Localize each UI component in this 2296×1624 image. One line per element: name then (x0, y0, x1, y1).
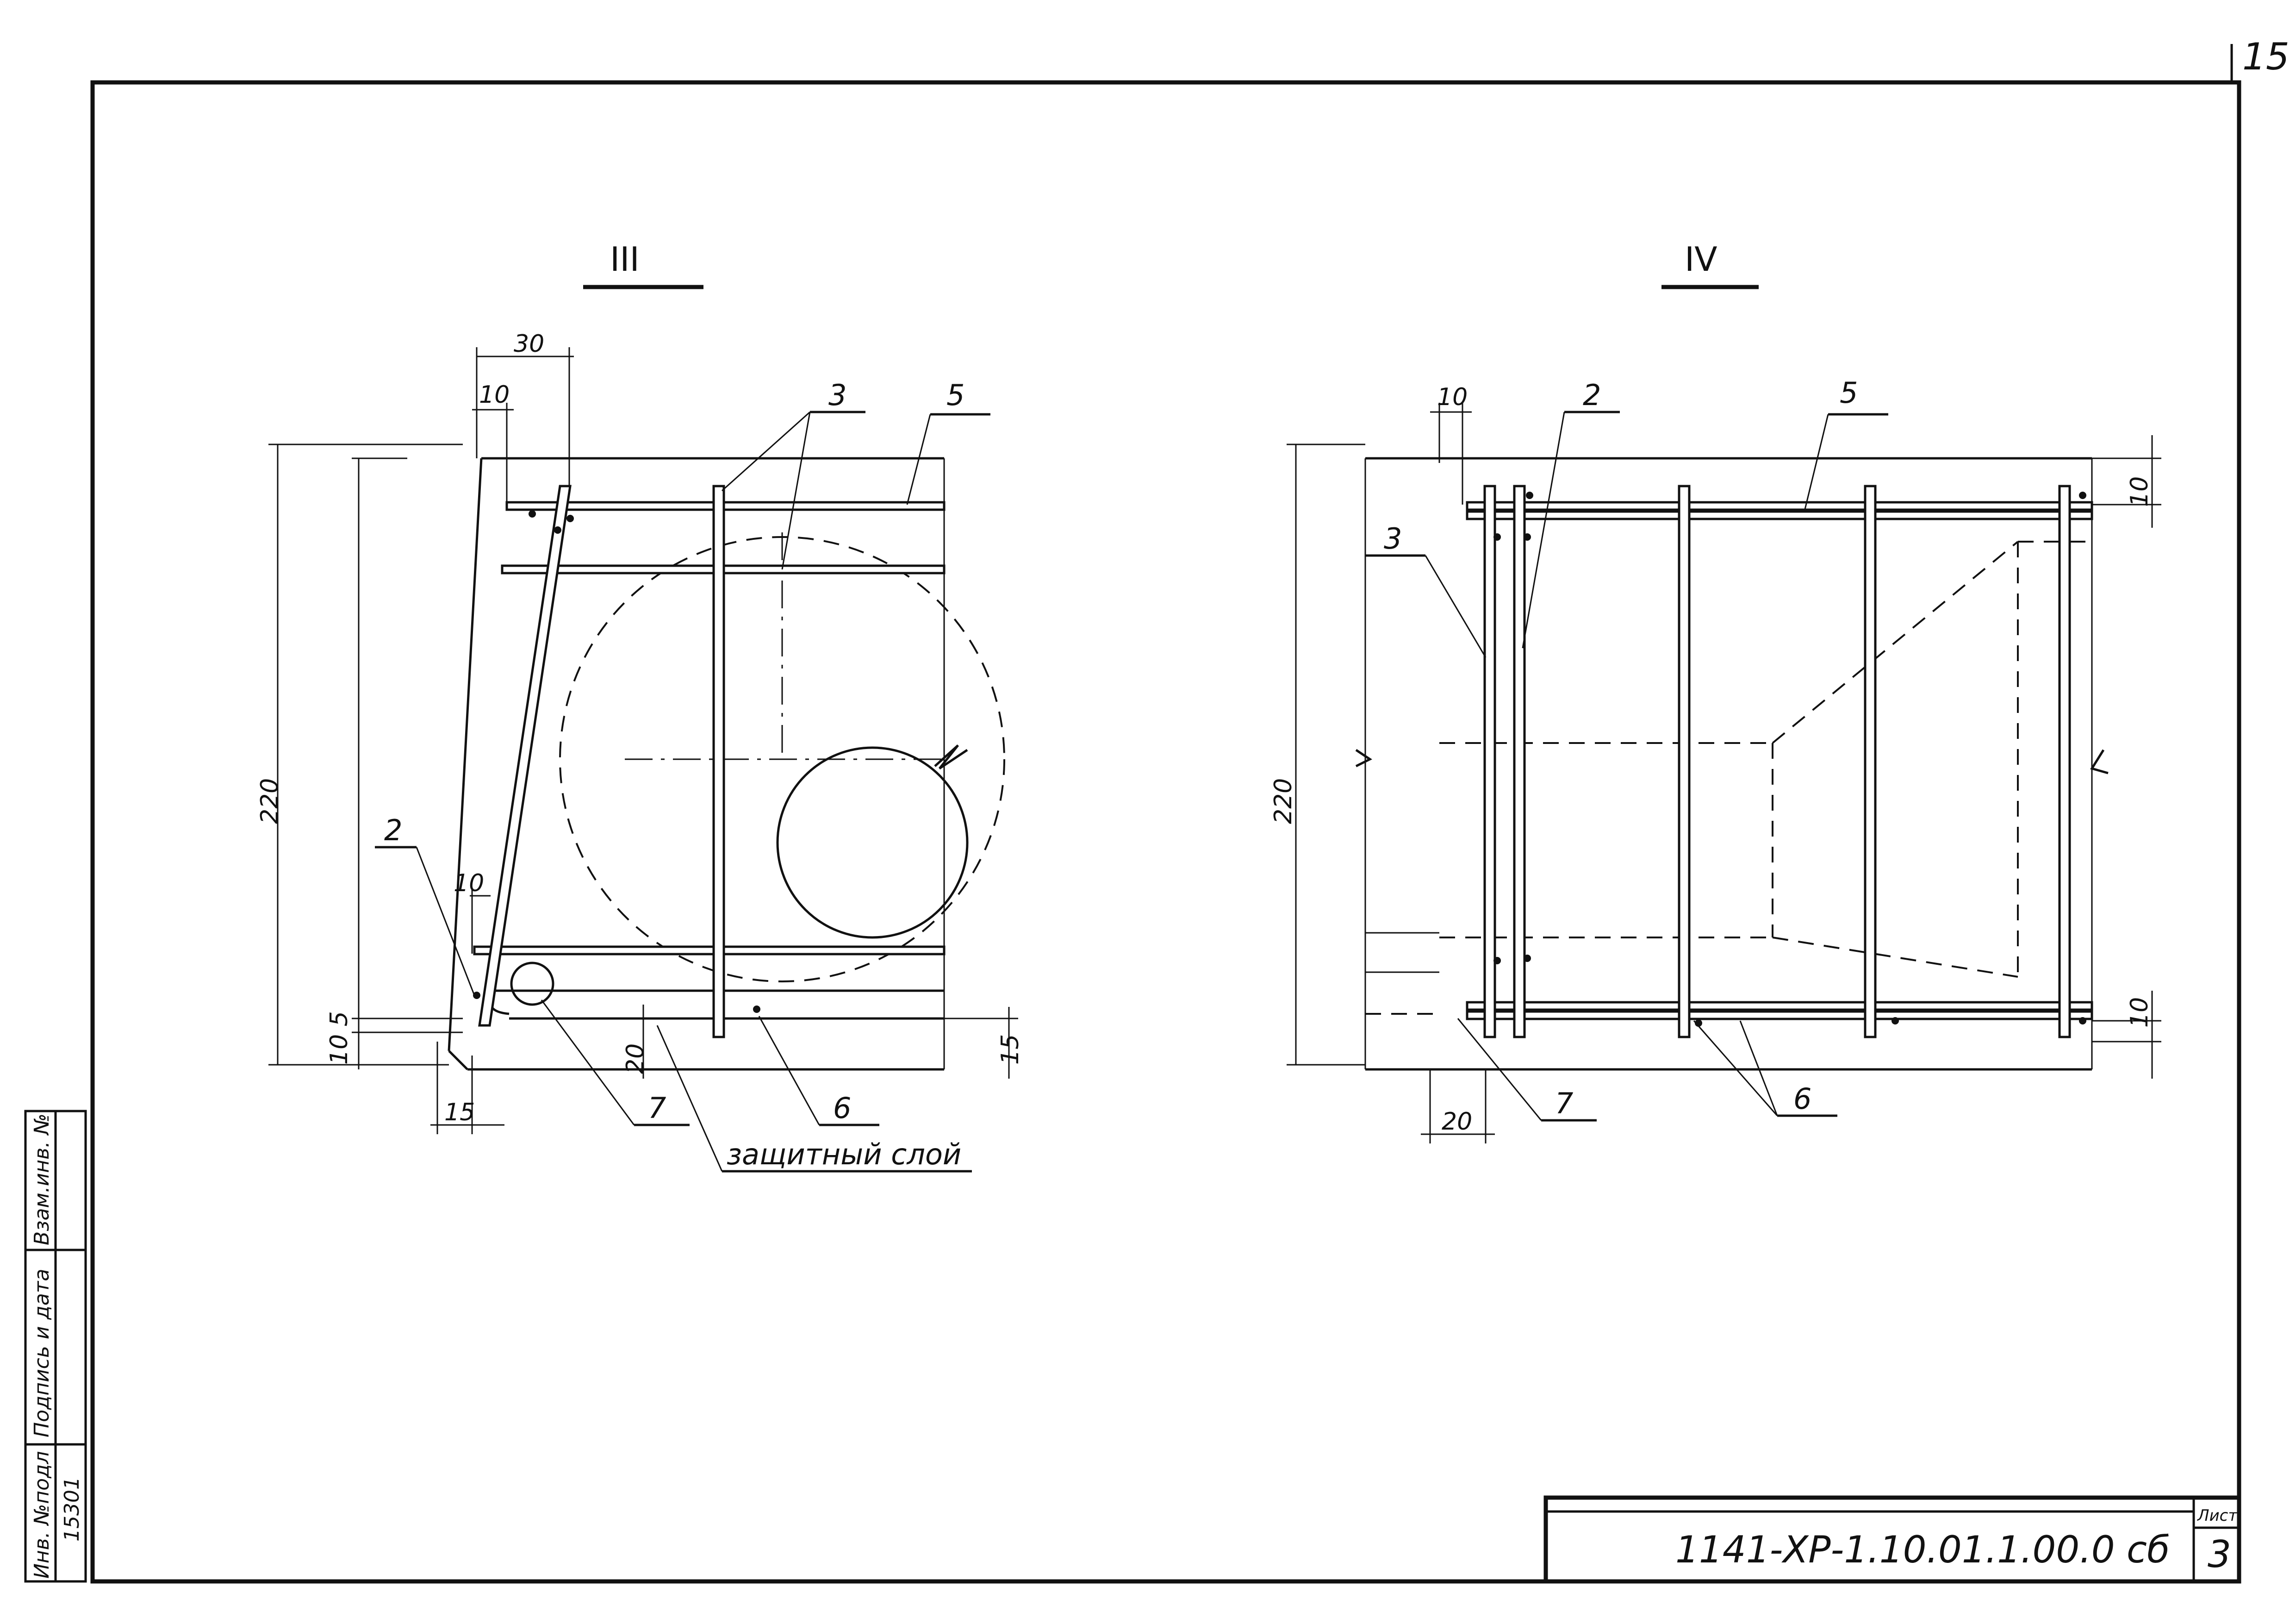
view-iv-dim-220: 220 (1269, 778, 1297, 824)
view-iii-callout-2: 2 (384, 813, 402, 847)
view-iii-bar-7-circle (510, 962, 554, 1006)
corner-page-number: 15 (2242, 35, 2290, 78)
view-iii-bar-vertical (712, 485, 725, 1038)
sheet-number: 3 (2208, 1533, 2231, 1576)
side-stamp: Взам.инв. № Подпись и дата Инв. №подл 15… (24, 1110, 87, 1583)
stamp-inv-value: 15301 (60, 1477, 84, 1542)
document-code: 1141-ХР-1.10.01.1.00.0 сб (1675, 1528, 2170, 1571)
stamp-replace-inv: Взам.инв. № (30, 1113, 54, 1245)
view-iv-dimensions: 10 220 10 10 20 (1269, 383, 2161, 1143)
view-iv-bar-v4 (1864, 485, 1877, 1038)
view-iii-dim-15-bottom: 15 (444, 1099, 475, 1126)
view-iii-dim-15-right: 15 (996, 1034, 1024, 1065)
view-iii-protective-layer: защитный слой (727, 1137, 961, 1171)
view-iii-dim-10-mid: 10 (454, 869, 484, 897)
view-iv-bar-v3 (1678, 485, 1691, 1038)
view-iv-dim-20: 20 (1442, 1108, 1472, 1136)
view-iv-title: IV (1685, 240, 1717, 279)
view-iii-dim-10-5: 10 5 (325, 1011, 353, 1065)
view-iv-bar-bottom (1466, 1001, 2093, 1011)
view-iii-voids (559, 532, 1005, 982)
view-iii-callout-3: 3 (828, 378, 846, 412)
stamp-sign-date: Подпись и дата (30, 1269, 54, 1437)
view-iv-callout-2: 2 (1583, 378, 1601, 412)
view-iv-rebars (1466, 485, 2093, 1038)
view-iii-dim-10-top: 10 (479, 381, 510, 409)
view-iii-bar-bottom-1 (473, 945, 946, 956)
view-iii-bar-diagonal (478, 485, 572, 1027)
view-iv-bar-v2 (1513, 485, 1526, 1038)
view-iii-dim-30: 30 (514, 330, 544, 358)
sheet-label: Лист (2196, 1506, 2238, 1525)
view-iv-hidden-lines (1365, 541, 2092, 1015)
view-iii-section-outline (448, 457, 945, 1071)
stamp-inv-no-orig: Инв. №подл (30, 1451, 54, 1579)
view-iv-bar-top (1466, 501, 2093, 511)
view-iii-dimensions: 30 10 220 10 5 10 15 20 15 (256, 330, 1024, 1134)
view-iv-section-outline (1355, 457, 2109, 1071)
view-iii-bar-top-1 (505, 501, 946, 511)
view-iv: IV (1269, 240, 2161, 1143)
view-iv-bar-bottom-2 (1466, 1010, 2093, 1020)
view-iv-dim-10-topright: 10 (2126, 476, 2153, 507)
view-iv-callouts: 3 2 5 7 6 (1365, 376, 1888, 1122)
view-iv-callout-7: 7 (1555, 1087, 1573, 1120)
view-iv-callout-6: 6 (1793, 1082, 1811, 1116)
view-iv-bar-top-2 (1466, 510, 2093, 520)
view-iii-dim-20: 20 (622, 1043, 649, 1074)
view-iii: III (256, 240, 1024, 1173)
view-iv-dim-10-bottomright: 10 (2126, 997, 2153, 1028)
view-iv-bar-v5 (2058, 485, 2071, 1038)
view-iii-title: III (610, 240, 640, 279)
view-iv-callout-5: 5 (1840, 376, 1858, 410)
sheet-frame: 15 (90, 35, 2290, 1584)
view-iv-dim-10-topleft: 10 (1437, 383, 1468, 411)
title-block: 1141-ХР-1.10.01.1.00.0 сб Лист 3 (1543, 1495, 2241, 1584)
view-iv-bar-v1 (1483, 485, 1496, 1038)
view-iii-rebars (473, 485, 946, 1038)
view-iii-dim-220: 220 (256, 778, 284, 824)
view-iii-callout-5: 5 (946, 378, 964, 412)
view-iii-callout-6: 6 (833, 1091, 851, 1125)
view-iii-callouts: 2 3 5 6 7 защитный слой (375, 378, 990, 1173)
view-iii-callout-7: 7 (648, 1091, 666, 1125)
view-iv-callout-3: 3 (1384, 522, 1402, 556)
